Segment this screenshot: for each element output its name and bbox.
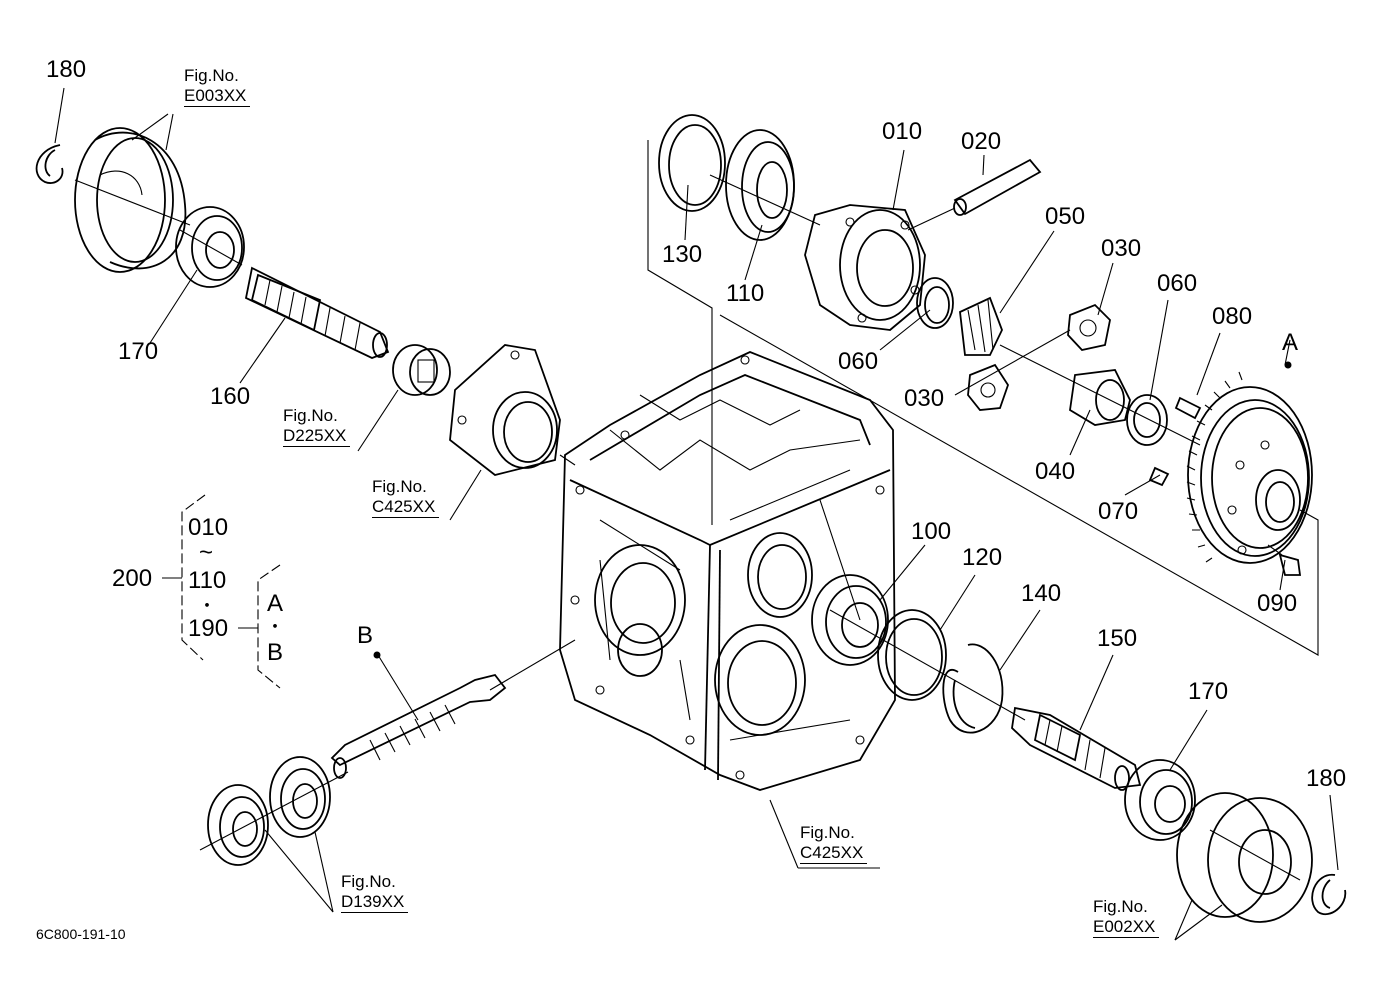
part-010-diff-case — [804, 204, 926, 331]
fig-ref-d225xx: Fig.No. D225XX — [283, 406, 351, 447]
ref-a-label: A — [1282, 329, 1299, 356]
part-030-pinion-top — [1067, 303, 1111, 351]
label-050: 050 — [1045, 203, 1086, 230]
ref-a-dot — [1284, 361, 1292, 369]
label-010: 010 — [882, 118, 923, 145]
label-080: 080 — [1212, 303, 1253, 330]
label-090: 090 — [1257, 590, 1298, 617]
label-180-right: 180 — [1306, 765, 1347, 792]
label-040: 040 — [1035, 458, 1076, 485]
ref-b-dot — [373, 651, 381, 659]
label-170-right: 170 — [1188, 678, 1229, 705]
label-170-left: 170 — [118, 338, 159, 365]
fig-ref-d139xx: Fig.No. D139XX — [341, 872, 409, 913]
label-130: 130 — [662, 241, 703, 268]
label-030-left: 030 — [904, 385, 945, 412]
part-150-shaft — [1011, 706, 1142, 791]
fig-code: E002XX — [1093, 917, 1160, 938]
drawing-code: 6C800-191-10 — [36, 926, 126, 942]
part-110-bearing — [709, 129, 821, 241]
label-060-right: 060 — [1157, 270, 1198, 297]
fig-code: D139XX — [341, 892, 409, 913]
label-180-top: 180 — [46, 56, 87, 83]
assembly-range-end: 110 — [188, 567, 227, 594]
label-100: 100 — [911, 518, 952, 545]
cover-e002xx — [1176, 792, 1313, 923]
fig-code: C425XX — [372, 497, 440, 518]
fig-ref-c425xx-lower: Fig.No. C425XX — [800, 823, 868, 864]
fig-code: D225XX — [283, 426, 351, 447]
fig-ref-e002xx: Fig.No. E002XX — [1093, 897, 1160, 938]
part-130-shim — [658, 114, 726, 212]
transmission-case — [559, 351, 896, 791]
leader-lines — [54, 87, 1339, 941]
assembly-range-start: 010 — [188, 514, 229, 541]
coupling-d225xx — [392, 344, 451, 396]
part-060-washer-right — [1126, 394, 1168, 446]
ring-gear — [1186, 371, 1313, 564]
assembly-ref-b: B — [267, 639, 284, 666]
pinion-shaft — [330, 639, 576, 779]
assembly-extra: 190 — [188, 615, 229, 642]
part-180-snap-ring-left — [35, 144, 64, 184]
part-030-pinion-left — [967, 363, 1009, 411]
part-020-pin — [953, 158, 1042, 216]
cover-e003xx — [74, 127, 191, 273]
fig-ref-e003xx: Fig.No. E003XX — [184, 66, 251, 107]
assembly-brackets — [162, 494, 281, 689]
fig-ref-c425xx-upper: Fig.No. C425XX — [372, 477, 440, 518]
assembly-number: 200 — [112, 565, 153, 592]
label-070: 070 — [1098, 498, 1139, 525]
part-090-bolt — [1267, 544, 1302, 576]
part-170-bearing-right — [1124, 759, 1196, 841]
part-120-shim — [877, 609, 947, 701]
assembly-separator: ・ — [198, 596, 216, 616]
bearings-d139xx — [199, 756, 349, 866]
part-180-snap-ring-right — [1311, 874, 1347, 915]
label-020: 020 — [961, 128, 1002, 155]
part-040-side-gear — [999, 344, 1201, 446]
fig-code: C425XX — [800, 843, 868, 864]
assembly-ref-separator: ・ — [266, 617, 284, 637]
label-140: 140 — [1021, 580, 1062, 607]
part-080-pin — [1174, 396, 1202, 420]
label-110: 110 — [726, 280, 765, 307]
housing-c425xx-small — [449, 344, 561, 476]
label-030-top: 030 — [1101, 235, 1142, 262]
assembly-tilde: ~ — [199, 539, 214, 566]
label-160: 160 — [210, 383, 251, 410]
part-100-bearing — [811, 574, 889, 666]
fig-code: E003XX — [184, 86, 251, 107]
part-160-shaft — [244, 266, 390, 359]
part-170-bearing-left — [175, 206, 245, 288]
label-150: 150 — [1097, 625, 1138, 652]
part-050-side-gear — [959, 296, 1003, 356]
label-120: 120 — [962, 544, 1003, 571]
ref-b-label: B — [357, 622, 374, 649]
part-140-snap-ring — [829, 609, 1026, 734]
label-060-left: 060 — [838, 348, 879, 375]
part-070-pin — [1148, 466, 1170, 487]
assembly-ref-a: A — [267, 590, 284, 617]
part-060-washer-left — [916, 277, 954, 329]
